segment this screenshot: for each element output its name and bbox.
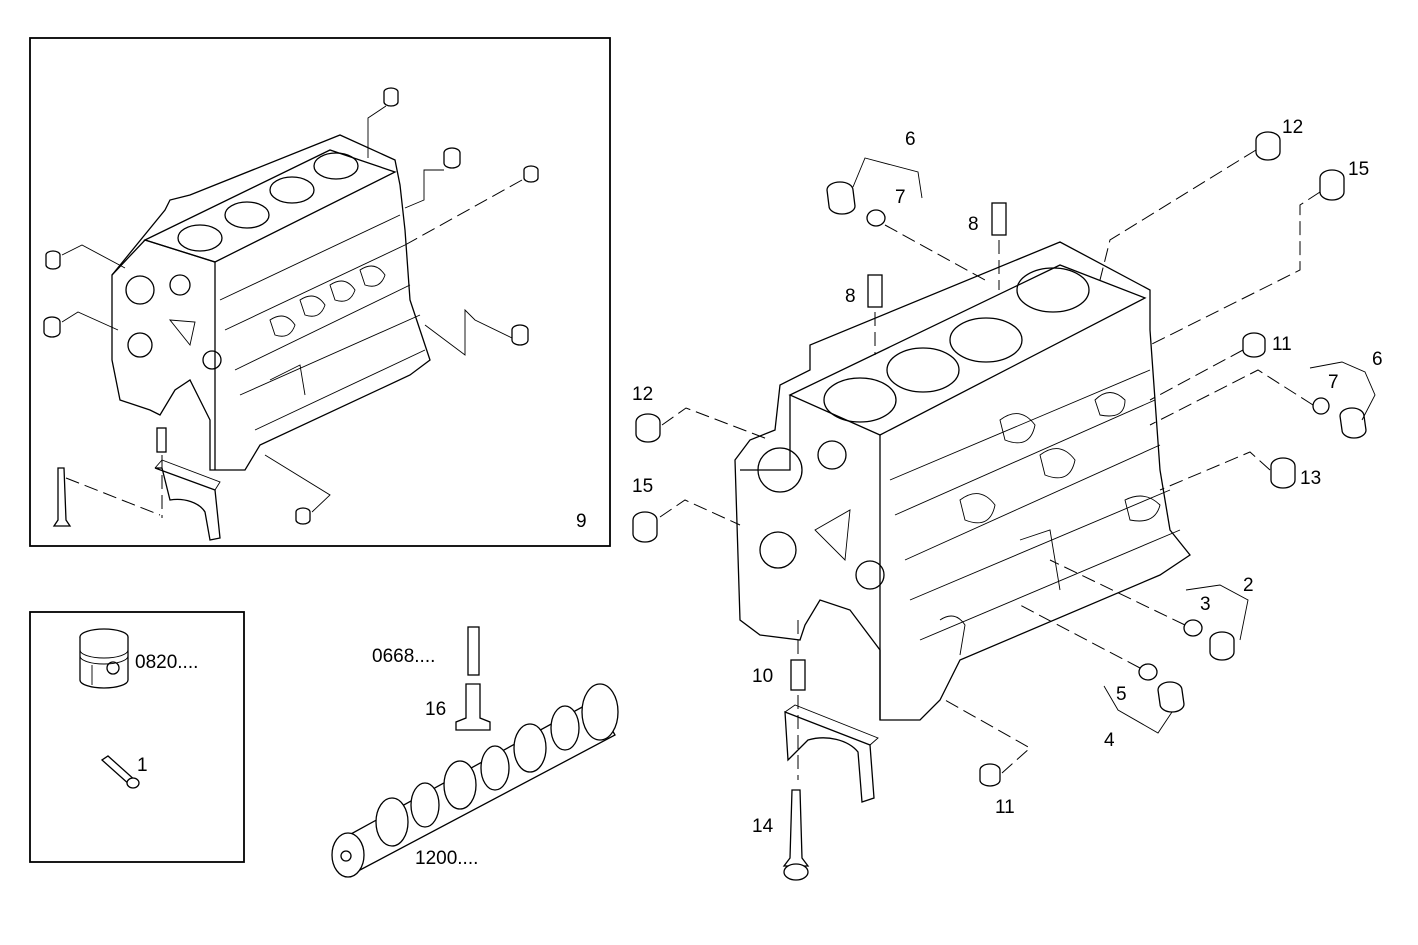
tappet-callout: 0668.... [372, 646, 435, 667]
camshaft-drawing [331, 683, 619, 878]
callout-14: 14 [752, 816, 774, 837]
camshaft-callout: 1200.... [415, 848, 478, 869]
callout-11-right: 11 [1272, 334, 1292, 355]
callout-11-bottom: 11 [995, 797, 1015, 818]
piston-drawing [79, 628, 129, 689]
callout-8-right: 8 [968, 214, 979, 235]
callout-12-top: 12 [1282, 117, 1303, 138]
piston-pin-callout: 1 [137, 755, 148, 776]
callout-4: 4 [1104, 730, 1115, 751]
callout-6-top: 6 [905, 129, 916, 150]
inset-engine-block-drawing [111, 134, 431, 471]
piston-pin-drawing [100, 755, 140, 789]
piston-callout: 0820.... [135, 652, 198, 673]
callout-7-right: 7 [1328, 372, 1339, 393]
camshaft-group: 0668.... 16 1200.... [331, 626, 619, 878]
main-engine-block-drawing [734, 241, 1191, 721]
callout-15-top: 15 [1348, 159, 1369, 180]
inset-assembly-box: 9 [29, 37, 611, 547]
inset-assembly-callout: 9 [576, 511, 587, 532]
inset-piston-box: 0820.... 1 [29, 611, 245, 863]
callout-5: 5 [1116, 684, 1127, 705]
bush-callout: 16 [425, 699, 446, 720]
callout-15-left: 15 [632, 476, 653, 497]
callout-10: 10 [752, 666, 773, 687]
callout-13: 13 [1300, 468, 1321, 489]
callout-8-left: 8 [845, 286, 856, 307]
callout-2: 2 [1243, 575, 1254, 596]
callout-3: 3 [1200, 594, 1211, 615]
callout-12-left: 12 [632, 384, 653, 405]
callout-7-top: 7 [895, 187, 906, 208]
callout-6-right: 6 [1372, 349, 1383, 370]
